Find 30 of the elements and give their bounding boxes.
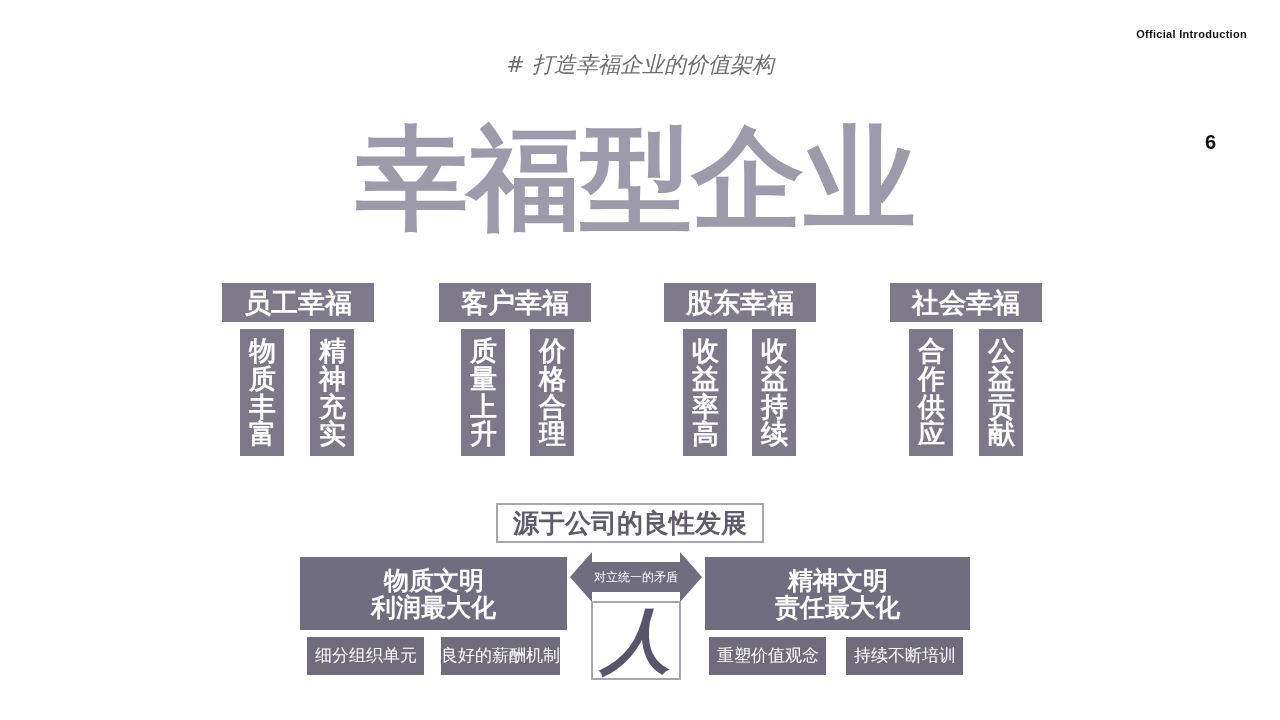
subheading-text: 责任最大化 [775, 593, 900, 621]
vertical-box: 精神充实 [310, 329, 354, 456]
item-box: 良好的薪酬机制 [441, 637, 560, 675]
page-number: 6 [1205, 131, 1217, 154]
headline: 幸福型企业 [356, 120, 916, 238]
heading-text: 物质文明 [383, 566, 484, 594]
subheading-text: 利润最大化 [371, 593, 496, 621]
item-box: 持续不断培训 [846, 637, 963, 675]
item-box: 细分组织单元 [307, 637, 424, 675]
vertical-box: 质量上升 [461, 329, 505, 456]
title: # 打造幸福企业的价值架构 [506, 51, 774, 79]
vertical-box: 价格合理 [530, 329, 574, 456]
header-box: 社会幸福 [890, 283, 1042, 322]
character-box: 人 [591, 601, 681, 680]
vertical-box: 物质丰富 [240, 329, 284, 456]
vertical-box: 收益持续 [752, 329, 796, 456]
concept-box [300, 557, 567, 630]
vertical-box: 合作供应 [909, 329, 953, 456]
header-box: 员工幸福 [222, 283, 374, 322]
header-box: 客户幸福 [439, 283, 591, 322]
double-arrow [570, 552, 702, 602]
concept-box [705, 557, 970, 630]
vertical-box: 公益贡献 [979, 329, 1023, 456]
header-text: Official Introduction [1136, 28, 1247, 40]
outlined-box: 源于公司的良性发展 [496, 503, 764, 543]
edge-label: 对立统一的矛盾 [593, 570, 679, 584]
heading-text: 精神文明 [787, 566, 888, 594]
header-box: 股东幸福 [664, 283, 816, 322]
vertical-box: 收益率高 [683, 329, 727, 456]
item-box: 重塑价值观念 [709, 637, 826, 675]
